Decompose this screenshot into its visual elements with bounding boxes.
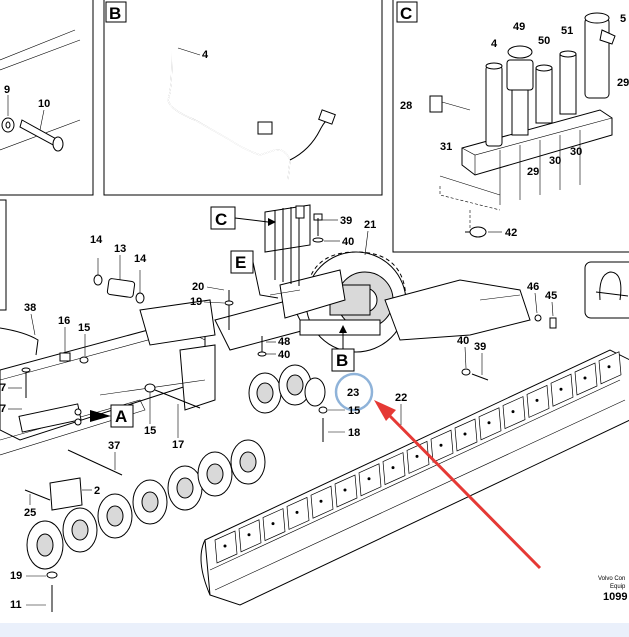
track-chain: [200, 349, 629, 606]
part-5-label: 5: [620, 13, 626, 25]
part-14-label-a: 14: [90, 234, 103, 246]
track-shoe-bolt: [487, 421, 491, 425]
part-4-label-b: 4: [202, 49, 209, 61]
part-40-label-b: 40: [278, 349, 290, 361]
panel-c: C 49 50 51 5 4 28 29 31 29 30 3: [392, 0, 629, 253]
bottom-strip: [0, 623, 629, 637]
part-4-label-c: 4: [491, 38, 498, 50]
panel-b-title: B: [109, 4, 121, 23]
part-17-label: 17: [172, 439, 184, 451]
track-shoe-bolt: [367, 477, 371, 481]
part-46-label: 46: [527, 281, 539, 293]
part-7-label-b: 7: [0, 403, 6, 415]
svg-text:B: B: [336, 351, 348, 370]
track-shoe-bolt: [463, 432, 467, 436]
part-29-label-right: 29: [617, 77, 629, 89]
part-15-label-b: 15: [348, 405, 360, 417]
main-frame: [0, 299, 306, 456]
track-shoe-bolt: [247, 533, 251, 537]
panel-b: B 4: [103, 0, 383, 196]
part-13-label: 13: [114, 243, 126, 255]
track-shoe-bolt: [319, 499, 323, 503]
part-7-label-a: 7: [0, 382, 6, 394]
part-51-label: 51: [561, 25, 573, 37]
pointer-arrow-line: [382, 408, 542, 570]
exploded-parts-diagram: 9 10 B 4 C: [0, 0, 629, 612]
view-label-e: E: [230, 250, 279, 299]
track-shoe-bolt: [295, 510, 299, 514]
part-2-label: 2: [94, 485, 100, 497]
part-19-label-a: 19: [190, 296, 202, 308]
panel-top-left: 9 10: [0, 0, 94, 196]
part-49-label: 49: [513, 21, 525, 33]
part-40-label-c: 40: [457, 335, 469, 347]
svg-text:C: C: [215, 210, 227, 229]
track-shoe-bolt: [511, 410, 515, 414]
drive-motor: [269, 251, 531, 353]
track-shoe-bolt: [391, 466, 395, 470]
document-footer: Volvo Con Equip 1099: [598, 576, 627, 603]
highlight-circle: [334, 372, 374, 412]
panel-right-inset: [584, 261, 629, 319]
track-shoe-bolt: [607, 365, 611, 369]
track-shoe-bolt: [439, 443, 443, 447]
part-42-label: 42: [505, 227, 517, 239]
part-22-label: 22: [395, 392, 407, 404]
part-39-label-a: 39: [340, 215, 352, 227]
track-shoe-bolt: [535, 398, 539, 402]
part-21-label: 21: [364, 219, 376, 231]
footer-line-2: Equip: [610, 584, 626, 590]
hardware-items: [0, 218, 557, 612]
part-9-label: 9: [4, 84, 10, 96]
part-14-label-b: 14: [134, 253, 147, 265]
part-16-label: 16: [58, 315, 70, 327]
part-30-label-a: 30: [549, 155, 561, 167]
pointer-arrow-head: [374, 400, 396, 421]
svg-text:E: E: [235, 253, 246, 272]
part-29-label: 29: [527, 166, 539, 178]
track-shoe-bolt: [343, 488, 347, 492]
part-50-label: 50: [538, 35, 550, 47]
svg-text:A: A: [115, 407, 127, 426]
track-shoe-bolt: [223, 544, 227, 548]
part-20-label: 20: [192, 281, 204, 293]
track-shoe-bolt: [415, 454, 419, 458]
part-48-label: 48: [278, 336, 290, 348]
part-25-label: 25: [24, 507, 36, 519]
part-40-label-a: 40: [342, 236, 354, 248]
part-38-label: 38: [24, 302, 36, 314]
part-31-label: 31: [440, 141, 452, 153]
part-11-label: 11: [10, 599, 22, 611]
part-15-label-c: 15: [144, 425, 156, 437]
footer-line-1: Volvo Con: [598, 576, 625, 582]
part-30-label-b: 30: [570, 146, 582, 158]
part-15-label-a: 15: [78, 322, 90, 334]
part-39-label-b: 39: [474, 341, 486, 353]
part-28-label: 28: [400, 100, 412, 112]
view-label-a: A: [74, 404, 134, 428]
view-label-b: B: [331, 325, 355, 372]
footer-number: 1099: [603, 591, 627, 603]
part-19-label-b: 19: [10, 570, 22, 582]
part-18-label: 18: [348, 427, 360, 439]
part-37-label: 37: [108, 440, 120, 452]
track-shoe-bolt: [583, 376, 587, 380]
track-rollers: [26, 364, 326, 570]
track-shoe-bolt: [559, 387, 563, 391]
view-label-c: C: [210, 206, 276, 230]
part-45-label: 45: [545, 290, 557, 302]
panel-c-title: C: [400, 4, 412, 23]
part-23-label: 23: [347, 387, 359, 399]
part-labels: 39 40 21 14 13 14 20 19 48 40 38 16 15 4…: [0, 215, 557, 611]
highlight-annotation: [334, 372, 542, 570]
part-10-label: 10: [38, 98, 50, 110]
track-shoe-bolt: [271, 522, 275, 526]
